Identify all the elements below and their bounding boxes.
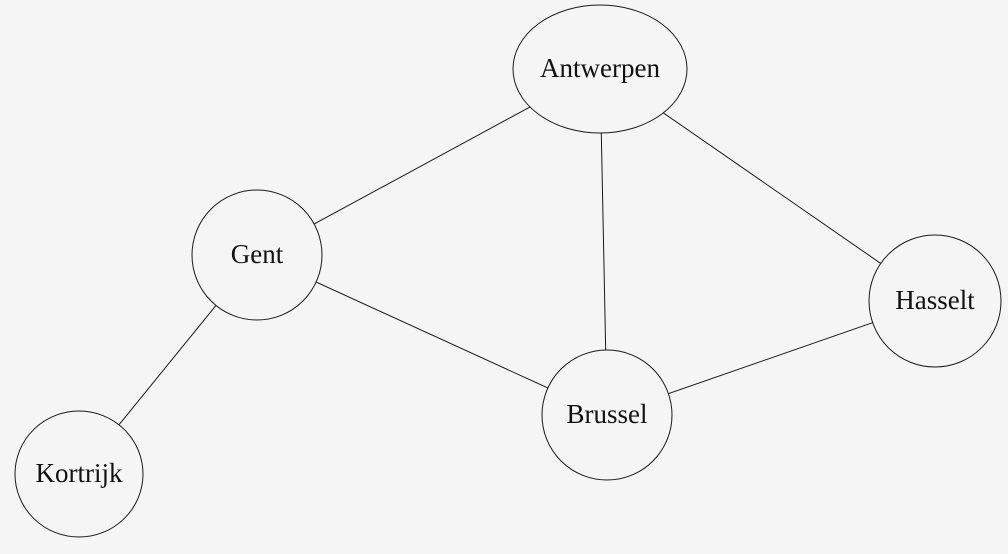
node-label-gent: Gent: [231, 239, 284, 269]
node-label-antwerpen: Antwerpen: [540, 53, 660, 83]
node-shape-kortrijk: [14, 410, 144, 538]
node-label-brussel: Brussel: [567, 399, 648, 429]
node-label-hasselt: Hasselt: [895, 285, 975, 315]
node-shape-antwerpen: [512, 4, 688, 134]
node-antwerpen: Antwerpen: [512, 4, 688, 134]
node-hasselt: Hasselt: [868, 234, 1002, 368]
node-kortrijk: Kortrijk: [14, 410, 144, 538]
node-shape-gent: [191, 189, 323, 321]
node-shape-hasselt: [868, 234, 1002, 368]
node-brussel: Brussel: [541, 349, 673, 481]
node-gent: Gent: [191, 189, 323, 321]
node-label-kortrijk: Kortrijk: [36, 458, 123, 488]
node-shape-brussel: [541, 349, 673, 481]
